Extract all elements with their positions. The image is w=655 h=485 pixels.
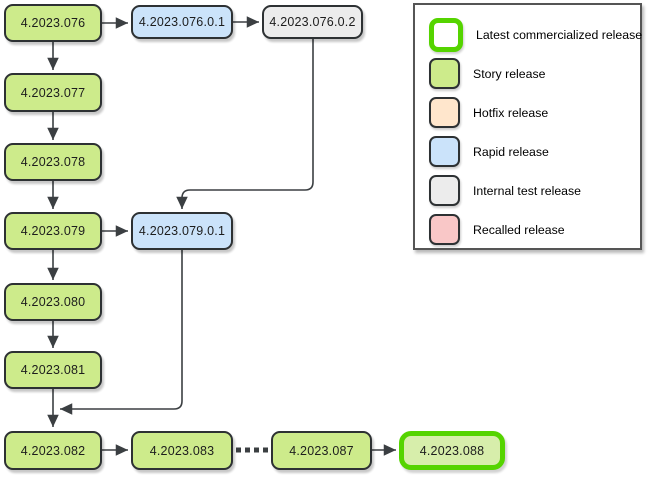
- node-4-2023-076[interactable]: 4.2023.076: [4, 4, 102, 42]
- hotfix-release-swatch: [429, 97, 460, 128]
- legend-item-label: Latest commercialized release: [476, 27, 643, 42]
- story-release-swatch: [429, 58, 460, 89]
- node-4-2023-082[interactable]: 4.2023.082: [4, 431, 102, 470]
- legend-item-internal: Internal test release: [429, 171, 640, 210]
- node-4-2023-078[interactable]: 4.2023.078: [4, 143, 102, 181]
- node-4-2023-079[interactable]: 4.2023.079: [4, 212, 102, 250]
- legend-item-label: Story release: [473, 66, 546, 81]
- node-4-2023-076-0-2[interactable]: 4.2023.076.0.2: [262, 5, 363, 39]
- legend-item-label: Internal test release: [473, 183, 582, 198]
- internal-test-release-swatch: [429, 175, 460, 206]
- legend-item-label: Rapid release: [473, 144, 549, 159]
- legend-item-label: Hotfix release: [473, 105, 549, 120]
- legend-item-recalled: Recalled release: [429, 210, 640, 249]
- node-4-2023-081[interactable]: 4.2023.081: [4, 351, 102, 389]
- node-4-2023-077[interactable]: 4.2023.077: [4, 73, 102, 112]
- legend-item-hotfix: Hotfix release: [429, 93, 640, 132]
- node-4-2023-079-0-1[interactable]: 4.2023.079.0.1: [131, 212, 233, 250]
- node-4-2023-080[interactable]: 4.2023.080: [4, 283, 102, 321]
- legend-item-latest: Latest commercialized release: [429, 15, 643, 54]
- node-4-2023-083[interactable]: 4.2023.083: [131, 431, 233, 470]
- latest-release-swatch: [429, 17, 463, 52]
- legend-item-story: Story release: [429, 54, 640, 93]
- node-4-2023-076-0-1[interactable]: 4.2023.076.0.1: [131, 5, 233, 39]
- recalled-release-swatch: [429, 214, 460, 245]
- legend-item-label: Recalled release: [473, 222, 565, 237]
- node-4-2023-087[interactable]: 4.2023.087: [271, 431, 372, 470]
- legend-item-rapid: Rapid release: [429, 132, 640, 171]
- node-4-2023-088[interactable]: 4.2023.088: [399, 431, 505, 470]
- rapid-release-swatch: [429, 136, 460, 167]
- edge-076-0-2-to-079-0-1: [176, 39, 314, 209]
- legend-panel: Latest commercialized release Story rele…: [413, 3, 642, 250]
